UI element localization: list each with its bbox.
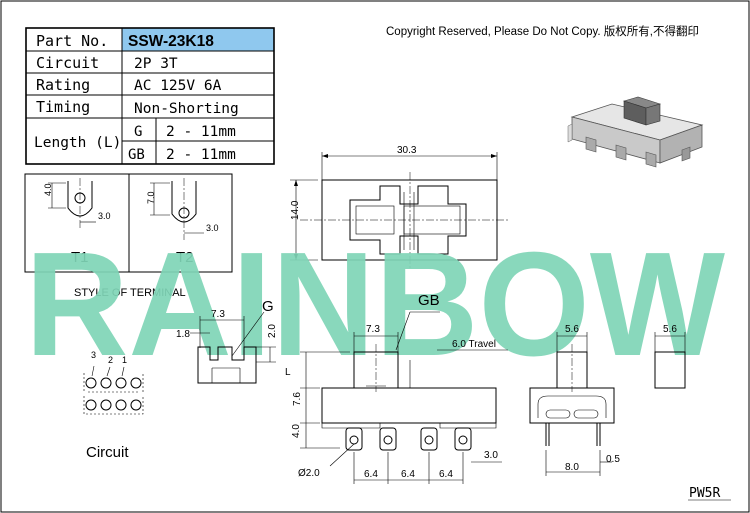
gb-pins — [345, 427, 472, 451]
spec-table-frame — [25, 27, 275, 165]
gb-pitch-1: 6.4 — [364, 469, 378, 480]
side-pin-thickness-dim: 0.5 — [606, 454, 620, 465]
t2-label: T2 — [176, 249, 194, 266]
part-no-label: Part No. — [36, 32, 108, 50]
t2-width-dim: 3.0 — [206, 223, 219, 233]
t2-terminal-shape — [171, 181, 197, 223]
top-inner-contacts — [349, 185, 467, 255]
length-gb-label: GB — [128, 147, 145, 163]
spec-table: Part No. SSW-23K18 Circuit 2P 3T Rating … — [25, 27, 275, 165]
top-view: 30.3 14.0 — [290, 145, 510, 268]
gb-pin-width-dim: 3.0 — [484, 450, 498, 461]
circuit-value: 2P 3T — [134, 56, 178, 72]
knob-outline — [654, 351, 686, 389]
circuit-label: Circuit — [86, 444, 129, 461]
circuit-num-1: 1 — [122, 355, 127, 365]
t1-height-dim: 4.0 — [43, 183, 53, 196]
g-left-dim: 1.8 — [176, 329, 190, 340]
rating-label: Rating — [36, 76, 90, 94]
part-no-value: SSW-23K18 — [128, 33, 214, 50]
terminal-styles: 4.0 3.0 T1 7.0 3.0 T2 STYLE OF TERMINAL — [24, 173, 233, 299]
drawing-code: PW5R — [689, 486, 720, 501]
g-knob-dim: 7.3 — [211, 309, 225, 320]
knob-view: 5.6 — [654, 324, 686, 389]
gb-travel-dim: 6.0 Travel — [452, 339, 496, 350]
length-g-label: G — [134, 124, 142, 140]
gb-label: GB — [418, 292, 440, 309]
gb-pin-len-dim: 4.0 — [291, 424, 302, 438]
length-label: Length (L) — [34, 135, 121, 151]
g-body-outline — [197, 346, 257, 384]
gb-pin-dia-dim: Ø2.0 — [298, 468, 320, 479]
knob-dim: 5.6 — [663, 324, 677, 335]
top-width-dim: 30.3 — [397, 145, 417, 156]
length-g-value: 2 - 11mm — [166, 124, 236, 140]
timing-label: Timing — [36, 98, 90, 116]
circuit-diagram: 3 2 1 Circuit — [83, 350, 144, 461]
length-gb-value: 2 - 11mm — [166, 147, 236, 163]
g-height-dim: 2.0 — [267, 324, 278, 338]
switch-3d-illustration — [567, 96, 704, 168]
side-pin-span-dim: 8.0 — [565, 462, 579, 473]
t1-label: T1 — [71, 249, 89, 266]
g-side-view: 7.3 1.8 2.0 G — [176, 298, 278, 384]
g-label: G — [262, 298, 274, 315]
circuit-num-3: 3 — [91, 350, 96, 360]
timing-value: Non-Shorting — [134, 101, 239, 117]
side-knob-dim: 5.6 — [565, 324, 579, 335]
circuit-label: Circuit — [36, 54, 99, 72]
part-no-value-cell — [122, 28, 274, 51]
gb-pitch-3: 6.4 — [439, 469, 453, 480]
top-height-dim: 14.0 — [290, 200, 301, 220]
copyright-notice: Copyright Reserved, Please Do Not Copy. … — [386, 24, 699, 38]
side-view: 5.6 8.0 0.5 — [529, 324, 620, 476]
gb-knob-dim: 7.3 — [366, 324, 380, 335]
gb-body-dim: 7.6 — [292, 392, 303, 406]
gb-pitch-2: 6.4 — [401, 469, 415, 480]
circuit-num-2: 2 — [108, 355, 113, 365]
side-body — [529, 387, 615, 424]
style-of-terminal-caption: STYLE OF TERMINAL — [74, 287, 186, 299]
gb-l-label: L — [285, 367, 291, 378]
rainbow-watermark: RAINBOW — [25, 222, 725, 387]
rating-value: AC 125V 6A — [134, 78, 222, 94]
t2-height-dim: 7.0 — [146, 191, 156, 204]
gb-front-view: GB 7.3 6.0 Travel L 7.6 4.0 Ø2.0 — [285, 292, 508, 484]
gb-body — [321, 387, 497, 424]
t1-width-dim: 3.0 — [98, 211, 111, 221]
